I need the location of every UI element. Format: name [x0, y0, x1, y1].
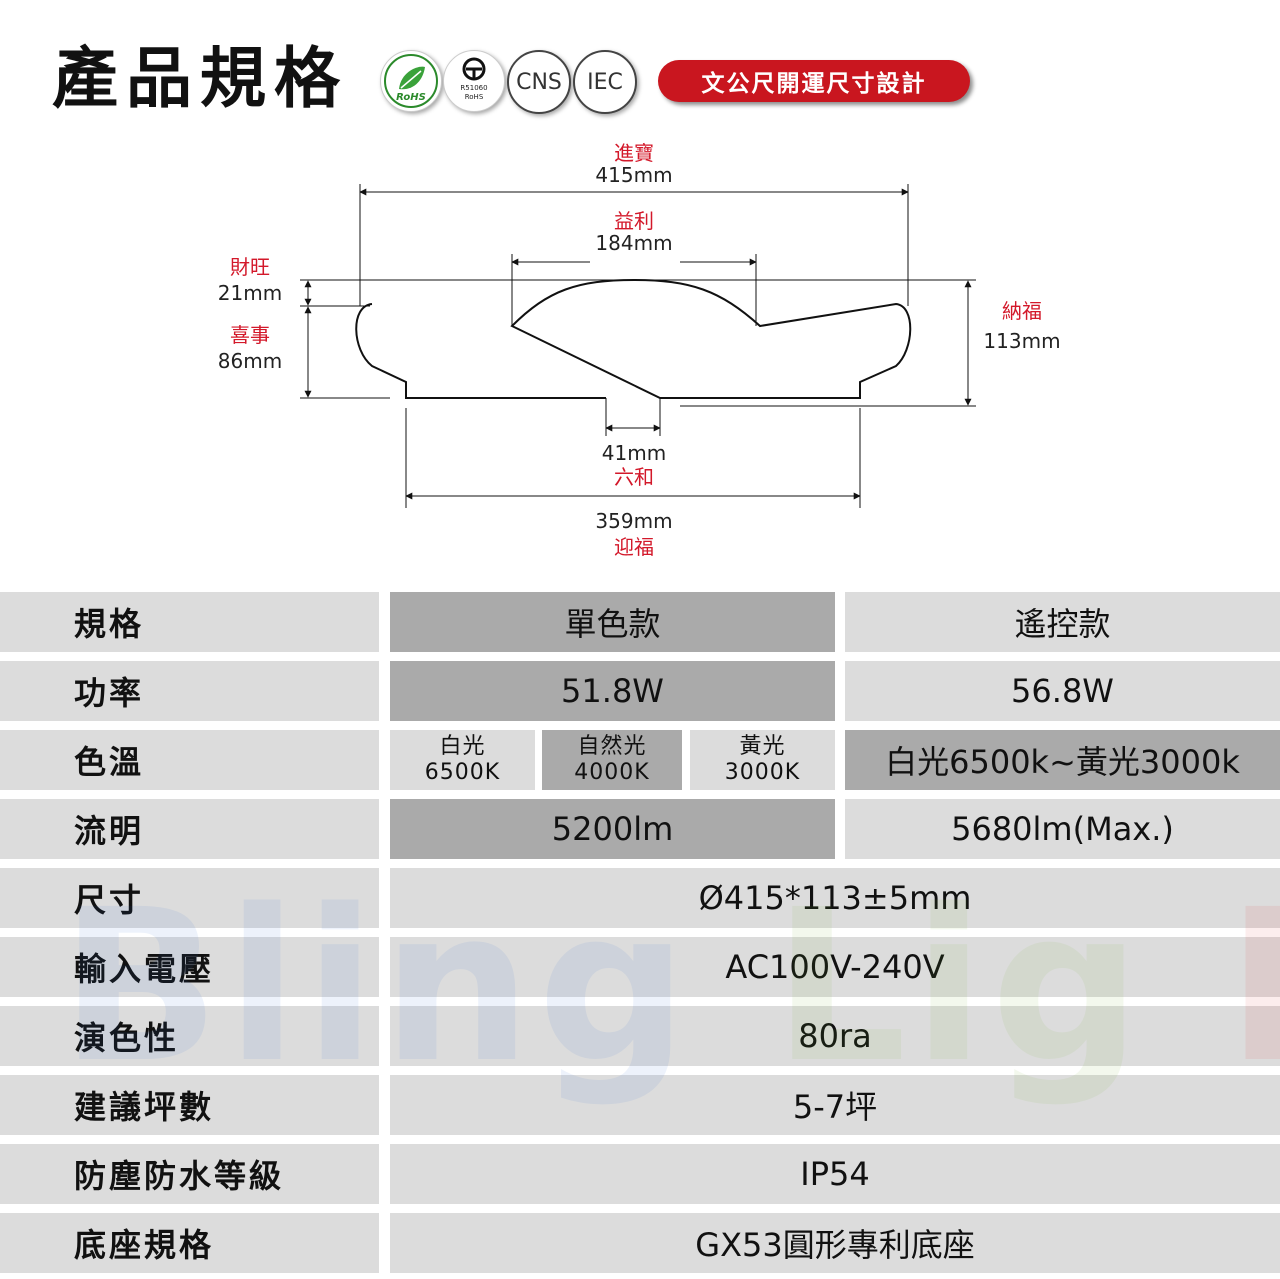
- dimension-diagram: 進寶 415mm 益利 184mm 財旺 21mm 喜事 86mm 納福 113…: [218, 141, 1061, 559]
- color-temp-name: 黃光: [739, 734, 786, 759]
- body-height-value: 86mm: [218, 349, 282, 373]
- remote-power: 56.8W: [845, 661, 1280, 721]
- lamp-outline: [355, 278, 912, 399]
- table-row: 建議坪數 5-7坪: [0, 1075, 1280, 1135]
- color-temp-name: 自然光: [577, 734, 647, 759]
- top-width-label: 進寶: [614, 141, 654, 165]
- bsmi-code: R51060: [460, 84, 488, 92]
- base-spec-value: GX53圓形專利底座: [390, 1213, 1280, 1273]
- iec-logo: IEC: [573, 50, 637, 114]
- bsmi-rohs-text: RoHS: [464, 93, 484, 101]
- row-label: 演色性: [0, 1006, 379, 1066]
- row-label: 防塵防水等級: [0, 1144, 379, 1204]
- row-label: 尺寸: [0, 868, 379, 928]
- mono-lumen: 5200lm: [390, 799, 835, 859]
- rohs-text: RoHS: [396, 92, 426, 103]
- row-label: 色溫: [0, 730, 379, 790]
- table-row: 尺寸 Ø415*113±5mm: [0, 868, 1280, 928]
- mono-power: 51.8W: [390, 661, 835, 721]
- table-row: 演色性 80ra: [0, 1006, 1280, 1066]
- color-temp-name: 白光: [439, 734, 486, 759]
- row-label: 規格: [0, 592, 379, 652]
- bsmi-logo: R51060 RoHS: [443, 50, 505, 112]
- table-row: 防塵防水等級 IP54: [0, 1144, 1280, 1204]
- total-height-value: 113mm: [983, 329, 1060, 353]
- row-label: 功率: [0, 661, 379, 721]
- rohs-leaf-logo: RoHS: [380, 50, 442, 112]
- row-label: 流明: [0, 799, 379, 859]
- table-row: 色溫 白光 6500K 自然光 4000K 黃光 3000K 白光6500k~黃…: [0, 730, 1280, 790]
- dome-width-value: 184mm: [595, 231, 672, 255]
- bsmi-mark-icon: [462, 57, 486, 81]
- base-width-label: 迎福: [614, 535, 654, 559]
- remote-color-temp: 白光6500k~黃光3000k: [845, 730, 1280, 790]
- top-gap-value: 21mm: [218, 281, 282, 305]
- row-label: 建議坪數: [0, 1075, 379, 1135]
- base-width-value: 359mm: [595, 509, 672, 533]
- cri-value: 80ra: [390, 1006, 1280, 1066]
- table-row: 底座規格 GX53圓形專利底座: [0, 1213, 1280, 1273]
- voltage-value: AC100V-240V: [390, 937, 1280, 997]
- cns-logo: CNS: [507, 50, 571, 114]
- color-temp-value: 6500K: [424, 760, 501, 785]
- dome-width-label: 益利: [614, 209, 654, 233]
- color-temp-white: 白光 6500K: [390, 730, 535, 790]
- notch-label: 六和: [614, 465, 654, 489]
- color-temp-value: 4000K: [574, 760, 650, 785]
- row-label: 輸入電壓: [0, 937, 379, 997]
- table-row: 功率 51.8W 56.8W: [0, 661, 1280, 721]
- top-gap-label: 財旺: [230, 255, 270, 279]
- total-height-label: 納福: [1002, 299, 1042, 323]
- row-label: 底座規格: [0, 1213, 379, 1273]
- notch-value: 41mm: [602, 441, 666, 465]
- page-title: 產品規格: [52, 40, 348, 117]
- table-row: 輸入電壓 AC100V-240V: [0, 937, 1280, 997]
- area-value: 5-7坪: [390, 1075, 1280, 1135]
- remote-header: 遙控款: [845, 592, 1280, 652]
- color-temp-yellow: 黃光 3000K: [690, 730, 835, 790]
- color-temp-value: 3000K: [724, 760, 801, 785]
- table-row: 規格 單色款 遙控款: [0, 592, 1280, 652]
- top-width-value: 415mm: [595, 163, 672, 187]
- remote-lumen: 5680lm(Max.): [845, 799, 1280, 859]
- size-value: Ø415*113±5mm: [390, 868, 1280, 928]
- color-temp-natural: 自然光 4000K: [542, 730, 682, 790]
- mono-header: 單色款: [390, 592, 835, 652]
- leaf-icon: [384, 54, 438, 108]
- lucky-ruler-badge: 文公尺開運尺寸設計: [658, 60, 970, 102]
- ip-rating-value: IP54: [390, 1144, 1280, 1204]
- body-height-label: 喜事: [230, 323, 270, 347]
- table-row: 流明 5200lm 5680lm(Max.): [0, 799, 1280, 859]
